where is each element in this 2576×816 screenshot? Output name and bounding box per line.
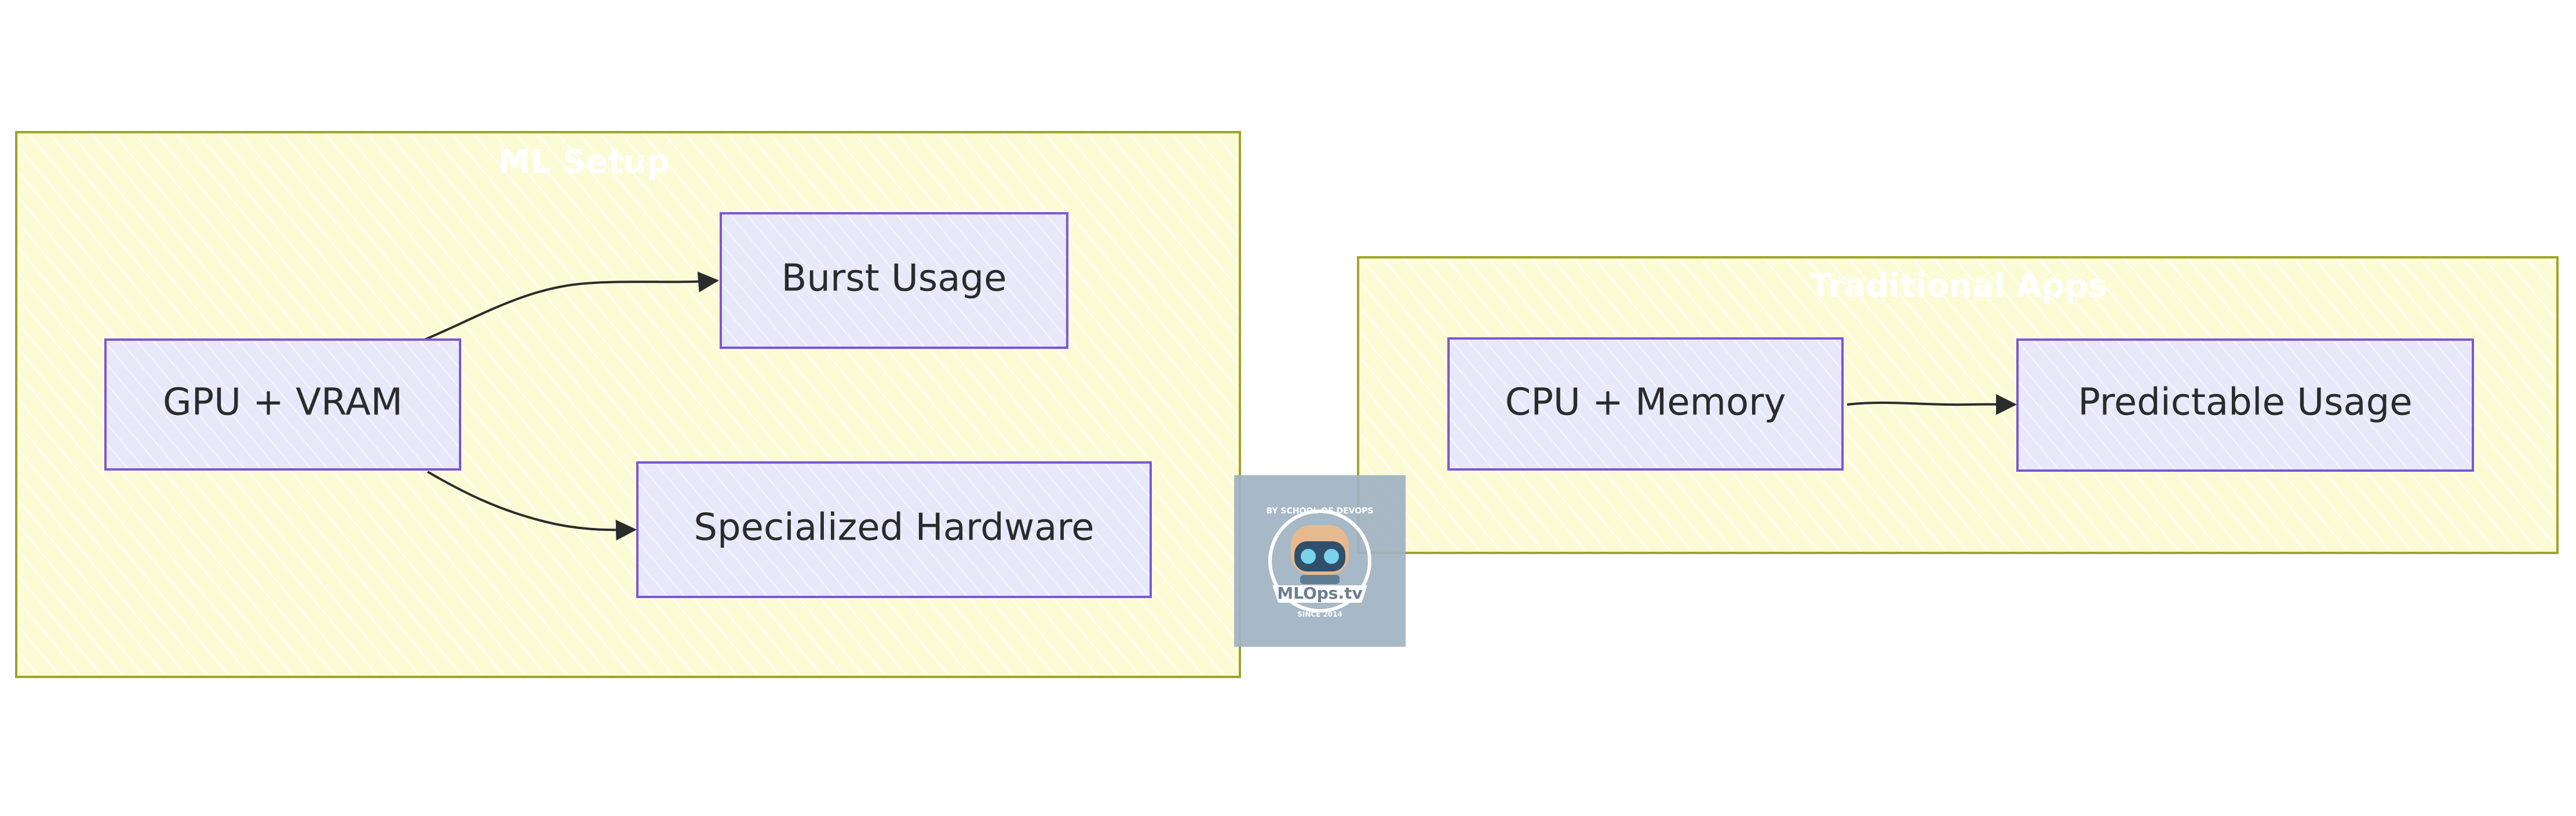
node-specialized-hardware-label: Specialized Hardware: [694, 507, 1094, 549]
node-cpu-memory: CPU + Memory: [1447, 337, 1844, 471]
edge-gpu-to-burst: [421, 271, 719, 342]
node-cpu-memory-label: CPU + Memory: [1505, 381, 1786, 424]
node-predictable-usage-label: Predictable Usage: [2078, 381, 2412, 424]
watermark-brand: MLOps.tv: [1277, 584, 1363, 603]
group-traditional-apps-title: Traditional Apps: [1809, 267, 2107, 305]
node-burst-usage-label: Burst Usage: [782, 257, 1007, 300]
logo-banner: [1272, 585, 1367, 603]
watermark-since: SINCE 2014: [1297, 610, 1342, 618]
node-specialized-hardware: Specialized Hardware: [636, 461, 1152, 598]
node-gpu-vram: GPU + VRAM: [104, 338, 461, 471]
edge-cpu-to-predictable: [1847, 394, 2017, 415]
node-burst-usage: Burst Usage: [720, 212, 1068, 349]
watermark-tagline: BY SCHOOL OF DEVOPS: [1267, 507, 1374, 516]
mlops-watermark: MLOps.tv BY SCHOOL OF DEVOPS SINCE 2014: [1234, 475, 1406, 647]
node-predictable-usage: Predictable Usage: [2016, 338, 2474, 472]
robot-head-icon: [1291, 525, 1349, 584]
logo-ring: [1268, 509, 1371, 613]
edge-gpu-to-specialized: [426, 471, 637, 541]
group-ml-setup-title: ML Setup: [498, 143, 670, 181]
node-gpu-vram-label: GPU + VRAM: [163, 381, 403, 424]
